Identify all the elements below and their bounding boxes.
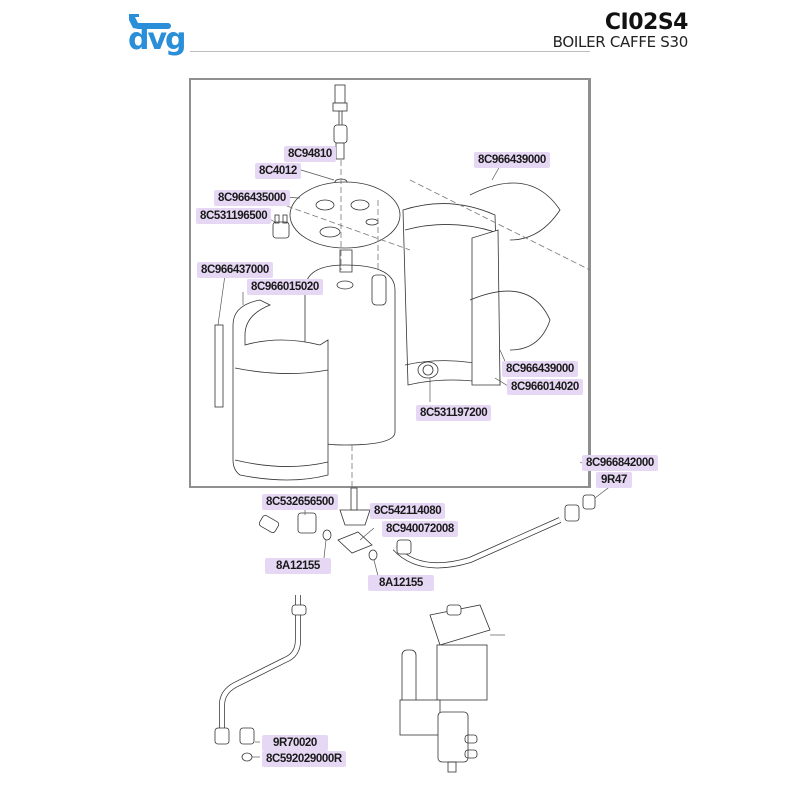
solenoid-pump-part (399, 604, 491, 773)
boiler-assembly-frame (189, 78, 591, 488)
diagram-title: BOILER CAFFE S30 (552, 33, 689, 51)
header-divider (190, 51, 590, 52)
part-label[interactable]: 8C966439000 (502, 361, 578, 377)
part-label[interactable]: 8C4012 (255, 163, 301, 179)
clamp-ring-lower-part (469, 290, 551, 351)
part-label[interactable]: 8C940072008 (382, 521, 458, 537)
heating-flange-part (417, 361, 439, 379)
part-label[interactable]: 8A12155 (368, 575, 434, 591)
part-label[interactable]: 8C966015020 (247, 279, 323, 295)
thermostat-part (272, 214, 290, 239)
part-label[interactable]: 8C966435000 (214, 190, 290, 206)
part-label[interactable]: 8C966014020 (507, 379, 583, 395)
part-label[interactable]: 8C966439000 (474, 152, 550, 168)
brand-logo-icon (129, 14, 171, 29)
tee-fitting-part (258, 487, 378, 561)
brand-name: dvg (128, 22, 186, 57)
part-label[interactable]: 8C966437000 (197, 262, 273, 278)
part-label[interactable]: 8C592029000R (262, 751, 346, 767)
boiler-lid-part (289, 181, 401, 249)
part-label[interactable]: 8A12155 (265, 558, 331, 574)
left-insulation-shell-part (214, 299, 329, 481)
part-label[interactable]: 8C94810 (284, 146, 336, 162)
right-insulation-shell-part (402, 203, 501, 386)
diagram-code: CI02S4 (604, 10, 689, 35)
clamp-ring-upper-part (469, 182, 561, 241)
part-label[interactable]: 9R70020 (262, 735, 328, 751)
part-label[interactable]: 8C531197200 (416, 405, 492, 421)
part-label[interactable]: 8C531196500 (196, 208, 272, 224)
leader-lines (217, 151, 613, 758)
level-probe-part (332, 84, 348, 160)
part-label[interactable]: 8C532656500 (262, 494, 338, 510)
steam-pipe-part (214, 595, 307, 762)
part-label[interactable]: 9R47 (596, 472, 632, 488)
part-label[interactable]: 8C542114080 (370, 503, 446, 519)
assembly-centerlines (269, 160, 591, 490)
part-label[interactable]: 8C966842000 (582, 455, 658, 471)
water-tube-part (392, 494, 596, 569)
